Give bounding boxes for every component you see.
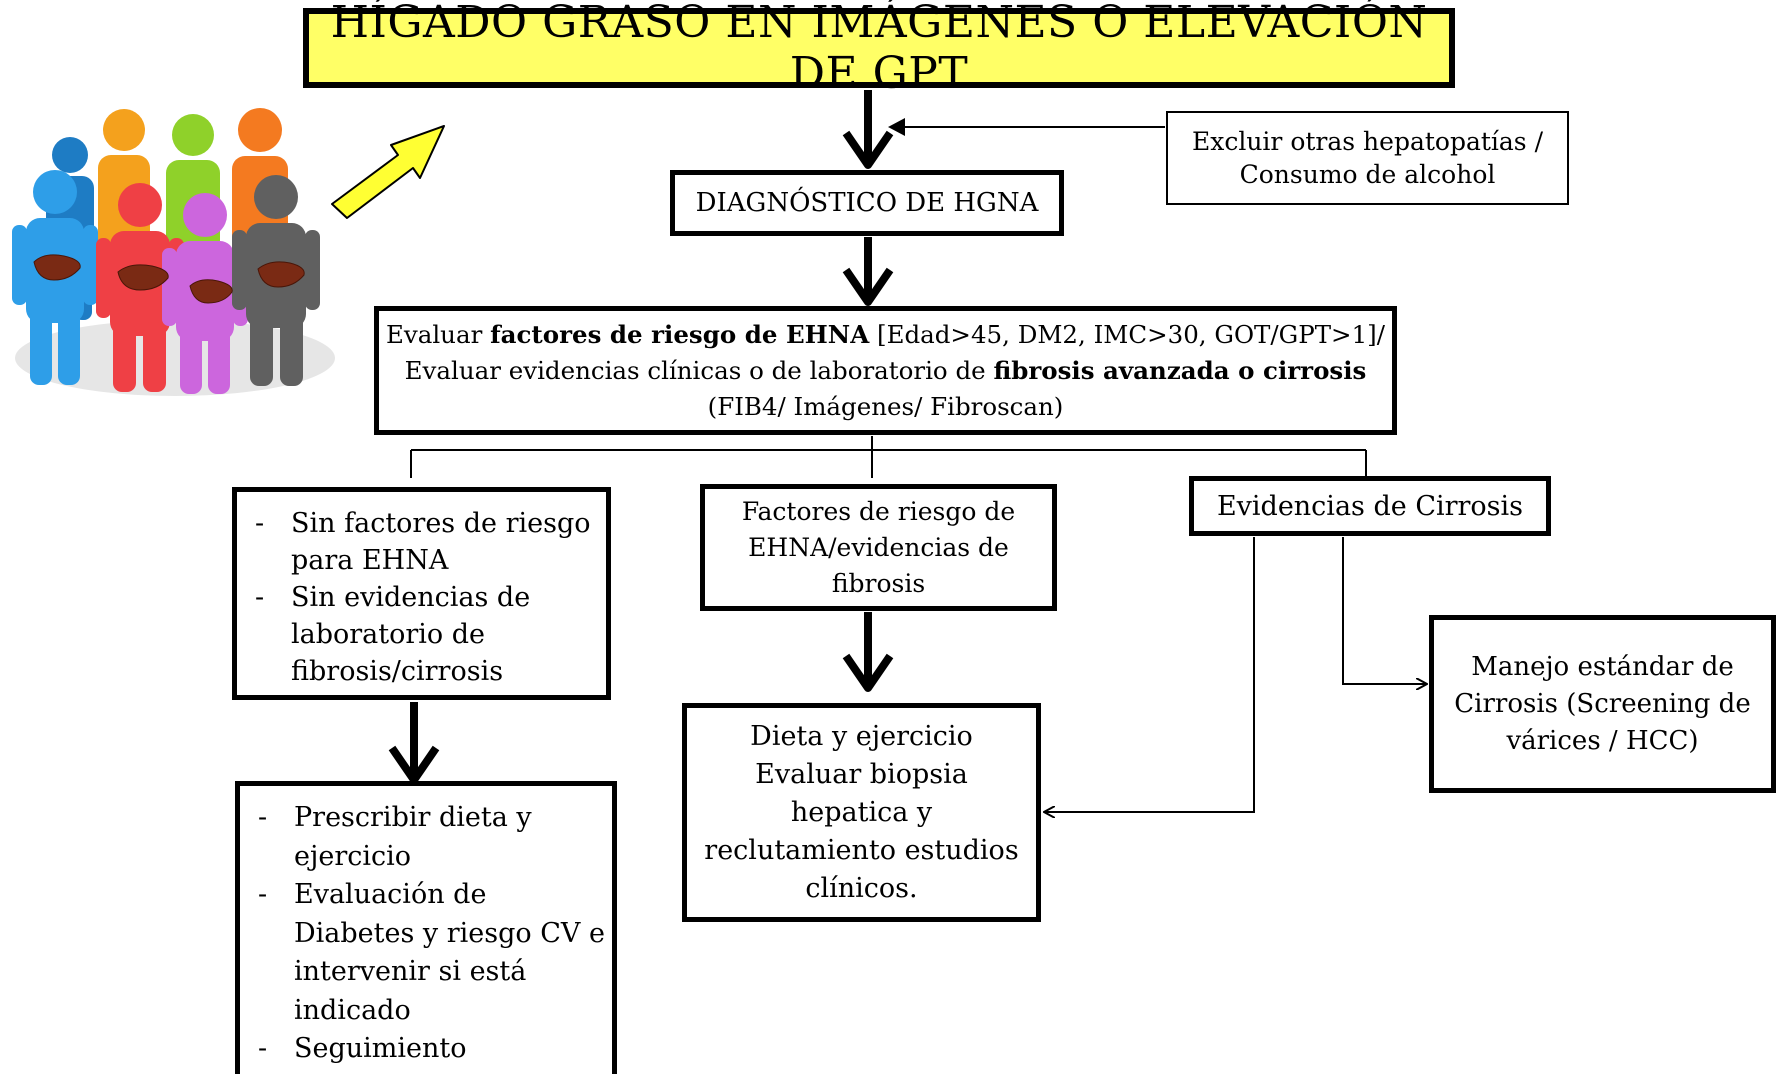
list-item: Prescribir dieta y ejercicio (240, 799, 612, 876)
arrow-title-to-diagnosis (842, 90, 894, 169)
list-item: Seguimiento (240, 1030, 612, 1069)
arrow-diagnosis-to-evaluate (842, 237, 894, 306)
cirrhosis-evidence-box: Evidencias de Cirrosis (1189, 476, 1551, 536)
evaluate-line2: Evaluar evidencias clínicas o de laborat… (404, 355, 1367, 385)
title-box: HÍGADO GRASO EN IMÁGENES O ELEVACIÓN DE … (303, 0, 1455, 99)
standard-management-box: Manejo estándar de Cirrosis (Screening d… (1429, 615, 1776, 793)
liver-icon (33, 254, 305, 304)
no-risk-box: Sin factores de riesgo para EHNA Sin evi… (232, 487, 611, 700)
exclude-line2: Consumo de alcohol (1239, 160, 1496, 189)
list-item: Evaluación de Diabetes y riesgo CV e int… (240, 876, 612, 1030)
diagnosis-text: DIAGNÓSTICO DE HGNA (695, 188, 1039, 218)
diagnosis-box: DIAGNÓSTICO DE HGNA (670, 170, 1064, 236)
yellow-arrow-icon (331, 125, 445, 219)
arrow-no-risk-to-prescribe (388, 702, 440, 784)
title-text: HÍGADO GRASO EN IMÁGENES O ELEVACIÓN DE … (330, 0, 1428, 99)
evaluate-box: Evaluar factores de riesgo de EHNA [Edad… (374, 306, 1397, 435)
arrow-cirrhosis-to-management (1342, 537, 1426, 684)
exclude-box: Excluir otras hepatopatías / Consumo de … (1166, 111, 1569, 205)
list-item: Sin factores de riesgo para EHNA (237, 505, 606, 579)
prescribe-list: Prescribir dieta y ejercicio Evaluación … (240, 799, 612, 1069)
diet-biopsy-text: Dieta y ejercicio Evaluar biopsia hepati… (704, 720, 1019, 904)
people-group-icon (12, 108, 335, 396)
diet-biopsy-box: Dieta y ejercicio Evaluar biopsia hepati… (682, 703, 1041, 922)
cirrhosis-evidence-text: Evidencias de Cirrosis (1216, 490, 1524, 522)
standard-management-text: Manejo estándar de Cirrosis (Screening d… (1454, 651, 1751, 756)
prescribe-box: Prescribir dieta y ejercicio Evaluación … (235, 781, 617, 1074)
risk-factors-text: Factores de riesgo de EHNA/evidencias de… (741, 496, 1016, 598)
arrow-cirrhosis-to-diet (1045, 537, 1255, 812)
evaluate-line3: (FIB4/ Imágenes/ Fibroscan) (707, 391, 1064, 421)
arrow-risk-to-diet (842, 612, 894, 692)
list-item: Sin evidencias de laboratorio de fibrosi… (237, 579, 606, 690)
risk-factors-box: Factores de riesgo de EHNA/evidencias de… (700, 484, 1057, 611)
no-risk-list: Sin factores de riesgo para EHNA Sin evi… (237, 505, 606, 690)
exclude-line1: Excluir otras hepatopatías / (1191, 127, 1544, 156)
branch-bracket (410, 436, 1367, 478)
arrow-exclude (888, 118, 1165, 136)
evaluate-line1: Evaluar factores de riesgo de EHNA [Edad… (386, 319, 1385, 349)
